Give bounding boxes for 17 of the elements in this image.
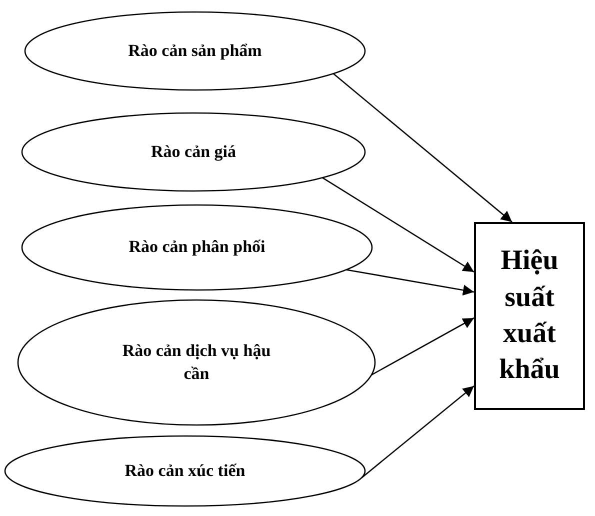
node-label: Rào cản giá xyxy=(151,140,236,163)
arrow xyxy=(322,177,474,273)
node-label: Hiệu suất xuất khẩu xyxy=(498,244,561,388)
arrow xyxy=(332,73,512,222)
node-label: Rào cản dịch vụ hậu cần xyxy=(122,340,272,384)
barrier-ellipse xyxy=(22,113,365,191)
node-label: Rào cản phân phối xyxy=(128,236,266,258)
barrier-ellipse xyxy=(25,12,365,90)
barrier-ellipse xyxy=(5,436,365,506)
arrow xyxy=(371,317,474,376)
barrier-ellipse xyxy=(22,205,372,290)
arrow xyxy=(346,269,474,296)
outcome-box xyxy=(474,222,585,410)
barrier-ellipse xyxy=(18,300,375,425)
node-label: Rào cản sản phẩm xyxy=(128,40,262,62)
node-label: Rào cản xúc tiến xyxy=(124,460,246,482)
arrow xyxy=(361,386,474,478)
